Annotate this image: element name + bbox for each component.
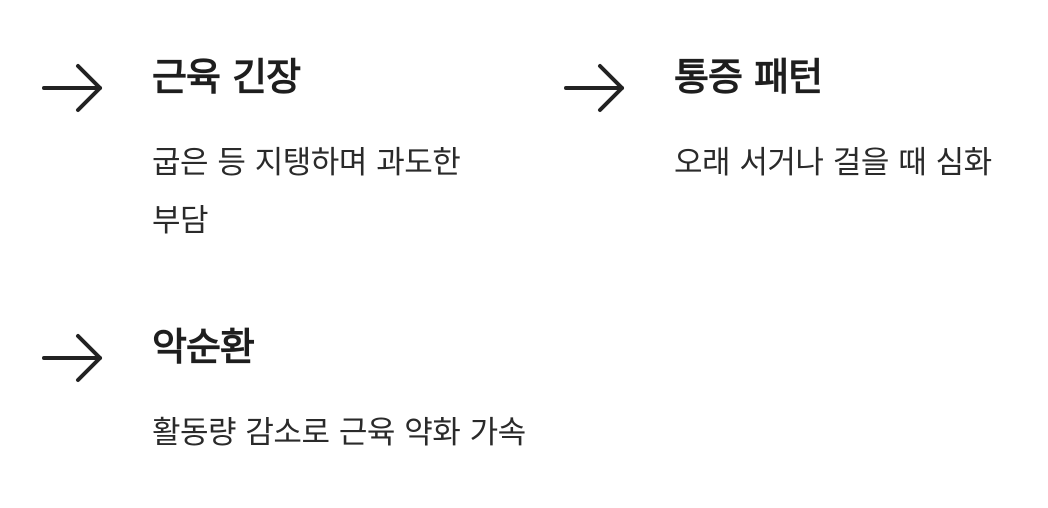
- item-title: 근육 긴장: [152, 55, 301, 99]
- arrow-right-icon: [562, 62, 628, 114]
- item-description: 굽은 등 지탱하며 과도한 부담: [152, 145, 461, 239]
- arrow-right-icon: [40, 62, 106, 114]
- item-title: 악순환: [152, 325, 255, 369]
- item-description: 오래 서거나 걸을 때 심화: [674, 145, 992, 181]
- item-title: 통증 패턴: [674, 55, 823, 99]
- item-description: 활동량 감소로 근육 약화 가속: [152, 415, 526, 451]
- arrow-right-icon: [40, 332, 106, 384]
